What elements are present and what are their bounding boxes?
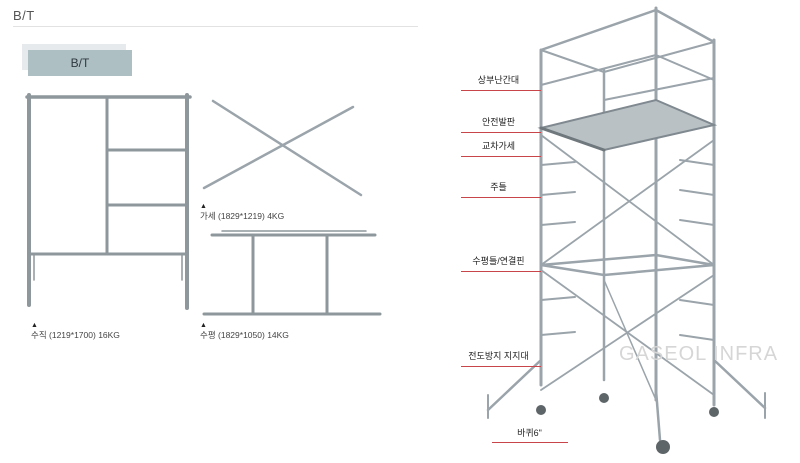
caption-marker-icon: ▲ xyxy=(200,322,207,329)
caption-horizontal-frame: ▲ 수평 (1829*1050) 14KG xyxy=(200,322,289,340)
label-underline xyxy=(461,197,541,198)
label-underline xyxy=(461,366,541,367)
label-main-frame: 주틀 xyxy=(490,182,507,192)
title-divider xyxy=(13,26,418,27)
label-underline xyxy=(461,90,541,91)
watermark: GASEOL INFRA xyxy=(619,343,779,365)
caption-vertical-frame: ▲ 수직 (1219*1700) 16KG xyxy=(31,322,120,340)
label-horizontal-frame-pin: 수평틀/연결핀 xyxy=(472,256,525,266)
label-underline xyxy=(492,442,568,443)
label-underline xyxy=(461,271,541,272)
label-cross-brace: 교차가세 xyxy=(481,141,516,151)
tower-wheels xyxy=(536,393,719,454)
cross-brace xyxy=(202,99,363,197)
caption-marker-icon: ▲ xyxy=(200,203,207,210)
vertical-frame xyxy=(25,93,192,310)
label-caster-wheel: 바퀴6" xyxy=(517,428,542,438)
rolling-tower xyxy=(486,6,767,442)
label-underline xyxy=(461,156,541,157)
horizontal-frame xyxy=(202,230,382,316)
section-badge: B/T xyxy=(28,50,132,76)
caption-marker-icon: ▲ xyxy=(31,322,38,329)
label-underline xyxy=(461,132,541,133)
label-safety-deck: 안전발판 xyxy=(481,117,516,127)
caption-cross-brace: ▲ 가세 (1829*1219) 4KG xyxy=(200,203,285,221)
label-outrigger: 전도방지 지지대 xyxy=(468,351,529,361)
label-top-guardrail: 상부난간대 xyxy=(477,75,520,85)
page-title: B/T xyxy=(13,8,35,23)
